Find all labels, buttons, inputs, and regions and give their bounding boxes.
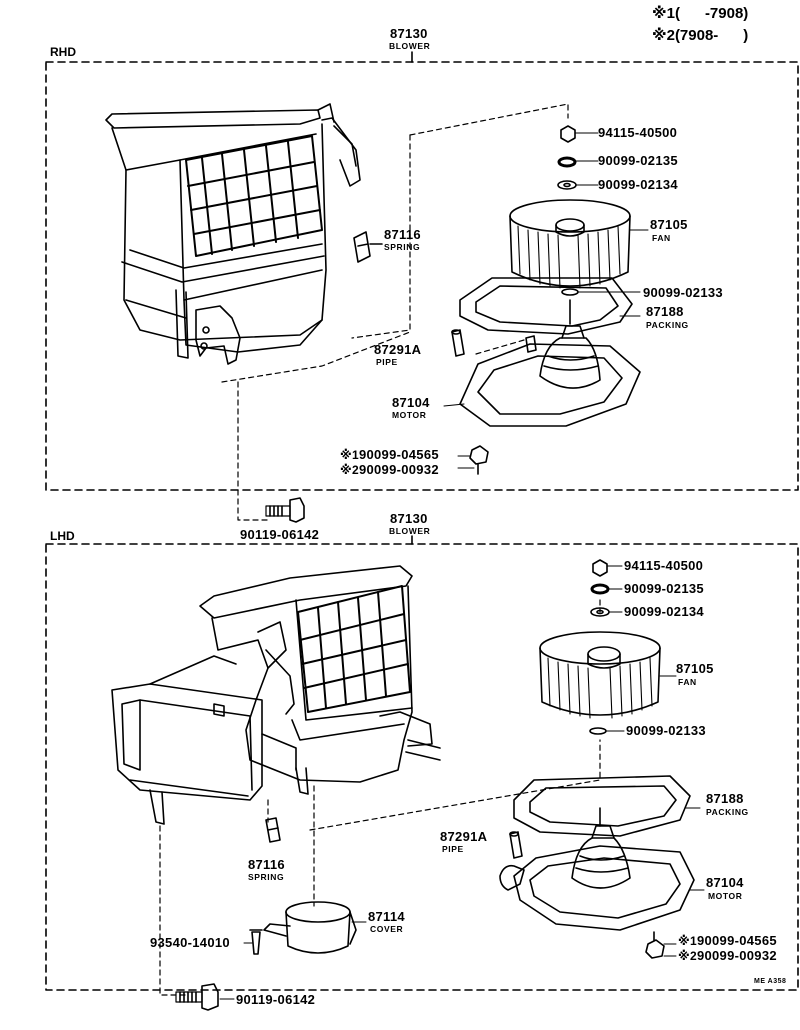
rhd-motor-part	[459, 325, 641, 427]
rhd-screw1-number: 90099-04565	[358, 447, 439, 462]
rhd-fan-part	[509, 199, 631, 289]
lhd-screw1-mark: ※1	[678, 934, 697, 948]
lhd-packing-name: PACKING	[706, 807, 749, 817]
legend-mark-2: ※2	[652, 27, 675, 44]
lhd-fan-washer-number: 90099-02133	[626, 723, 706, 738]
lhd-packing-part	[513, 775, 691, 837]
footer-code: ME A358	[754, 978, 787, 985]
legend-row-1: ※1( -7908)	[652, 6, 748, 21]
lhd-screw2-number: 90099-00932	[696, 948, 777, 963]
rhd-pipe-number: 87291A	[374, 342, 422, 357]
rhd-filter-grid	[185, 135, 323, 257]
lhd-motor-name: MOTOR	[708, 891, 743, 901]
lhd-bolt-part	[175, 983, 219, 1011]
rhd-fan-washer-part	[561, 288, 579, 296]
rhd-spring-name: SPRING	[384, 242, 421, 252]
lhd-washer-a-number: 90099-02135	[624, 581, 704, 596]
rhd-fan-washer-number: 90099-02133	[643, 285, 723, 300]
rhd-hardware-leaders	[574, 132, 599, 186]
lhd-nut-number: 94115-40500	[624, 558, 704, 573]
lhd-fan-name: FAN	[678, 677, 697, 687]
lhd-screw1-label: ※190099-04565	[678, 934, 777, 947]
lhd-blower-name: BLOWER	[389, 526, 431, 536]
lhd-spring-number: 87116	[248, 857, 285, 872]
rhd-blower-number: 87130	[390, 26, 428, 41]
lhd-fan-washer-part	[589, 727, 607, 735]
lhd-bolt-number: 90119-06142	[236, 992, 316, 1007]
rhd-pipe-part	[451, 329, 465, 357]
rhd-screw-leader	[457, 455, 475, 469]
rhd-hardware	[557, 125, 577, 190]
rhd-frame	[45, 61, 799, 491]
lhd-cover-screw-part	[249, 929, 263, 955]
rhd-dash-lines	[221, 103, 569, 521]
lhd-spring-name: SPRING	[248, 872, 285, 882]
lhd-cover-screw-number: 93540-14010	[150, 935, 230, 950]
rhd-nut-number: 94115-40500	[598, 125, 678, 140]
rhd-packing-number: 87188	[646, 304, 684, 319]
rhd-packing-part	[459, 277, 633, 335]
rhd-screw1-label: ※190099-04565	[340, 448, 439, 461]
lhd-section-title: LHD	[50, 529, 75, 543]
lhd-blower-housing	[111, 565, 441, 825]
legend-row-2: ※2(7908- )	[652, 28, 748, 43]
rhd-screw2-label: ※290099-00932	[340, 463, 439, 476]
rhd-pipe-name: PIPE	[376, 357, 398, 367]
rhd-spring-number: 87116	[384, 227, 421, 242]
rhd-bolt-part	[265, 497, 305, 523]
rhd-blower-name: BLOWER	[389, 41, 431, 51]
lhd-cover-number: 87114	[368, 909, 405, 924]
legend-text-2: (7908- )	[674, 27, 749, 44]
rhd-fan-number: 87105	[650, 217, 688, 232]
legend-mark-1: ※1	[652, 5, 675, 22]
lhd-screw1-number: 90099-04565	[696, 933, 777, 948]
lhd-cover-part	[263, 901, 357, 954]
lhd-screw-part	[645, 931, 665, 959]
lhd-pipe-name: PIPE	[442, 844, 464, 854]
lhd-pipe-part	[509, 831, 523, 859]
rhd-washer-b-number: 90099-02134	[598, 177, 678, 192]
rhd-washer-a-number: 90099-02135	[598, 153, 678, 168]
lhd-spring-part	[265, 817, 281, 843]
lhd-pipe-number: 87291A	[440, 829, 488, 844]
rhd-packing-name: PACKING	[646, 320, 689, 330]
lhd-motor-number: 87104	[706, 875, 744, 890]
lhd-screw2-label: ※290099-00932	[678, 949, 777, 962]
rhd-motor-name: MOTOR	[392, 410, 427, 420]
rhd-section-title: RHD	[50, 45, 76, 59]
lhd-hardware	[590, 559, 610, 617]
lhd-filter-grid	[297, 585, 411, 713]
lhd-screw2-mark: ※2	[678, 949, 697, 963]
lhd-washer-b-number: 90099-02134	[624, 604, 704, 619]
rhd-bolt-number: 90119-06142	[240, 527, 320, 542]
lhd-screw-leader	[663, 943, 677, 957]
lhd-packing-number: 87188	[706, 791, 744, 806]
rhd-screw1-mark: ※1	[340, 448, 359, 462]
rhd-screw-part	[469, 445, 489, 475]
rhd-spring-part	[353, 231, 371, 263]
rhd-screw2-number: 90099-00932	[358, 462, 439, 477]
lhd-motor-part	[499, 825, 695, 931]
rhd-screw2-mark: ※2	[340, 463, 359, 477]
lhd-fan-part	[539, 631, 661, 719]
rhd-blower-housing	[105, 103, 361, 365]
legend-text-1: ( -7908)	[674, 5, 749, 22]
lhd-hardware-leaders	[606, 565, 623, 613]
rhd-motor-number: 87104	[392, 395, 430, 410]
rhd-fan-name: FAN	[652, 233, 671, 243]
rhd-motor-leader	[443, 403, 465, 407]
lhd-blower-number: 87130	[390, 511, 428, 526]
lhd-cover-name: COVER	[370, 924, 404, 934]
lhd-fan-number: 87105	[676, 661, 714, 676]
